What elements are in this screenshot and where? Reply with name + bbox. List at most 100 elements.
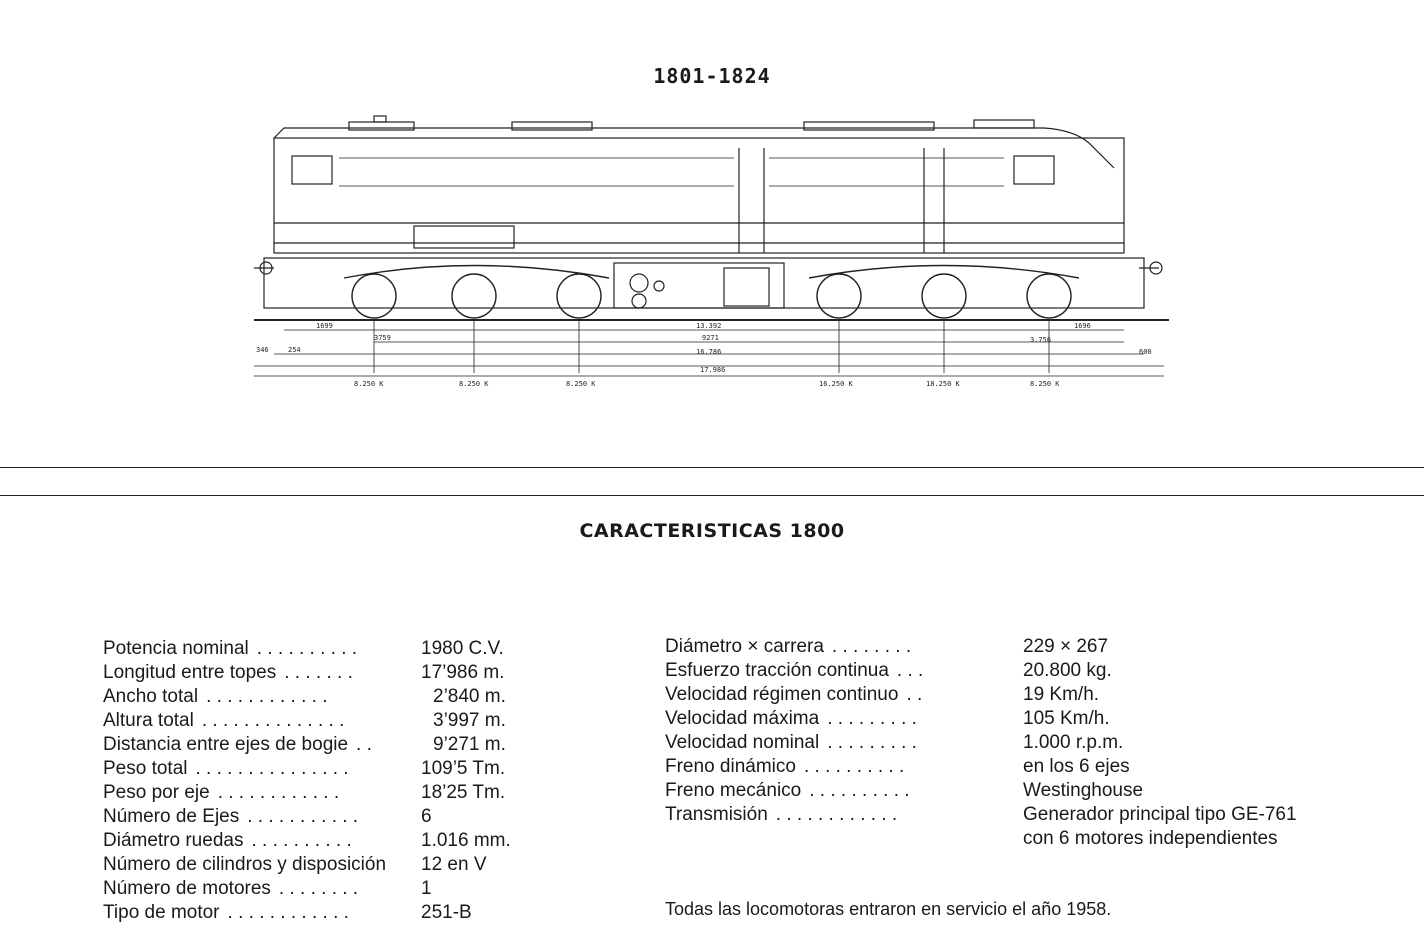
spec-label: Tipo de motor. . . . . . . . . . . .	[103, 901, 421, 925]
spec-label-text: Velocidad régimen continuo	[665, 684, 899, 705]
spec-value: 1980 C.V.	[421, 638, 504, 659]
axle-load-label: 8.250 K	[566, 380, 596, 388]
dim-label: 16.786	[696, 348, 721, 356]
specs-left-table: Potencia nominal . . . . . . . . . . 1980 …	[103, 637, 511, 925]
spec-leader-dots: . . . . . . . .	[831, 636, 912, 657]
spec-leader-dots: . . . . . . . . . .	[256, 638, 358, 659]
spec-label-text: Velocidad nominal	[665, 732, 820, 753]
spec-row: Peso total . . . . . . . . . . . . . . . 1…	[103, 757, 511, 781]
spec-value: 18’25 Tm.	[421, 782, 506, 803]
axle-load-label: 8.250 K	[459, 380, 489, 388]
spec-leader-dots	[665, 828, 673, 849]
spec-label: Diámetro × carrera . . . . . . . .	[665, 635, 1023, 659]
spec-leader-dots: . . . . . . . . . . . . . .	[201, 710, 345, 731]
spec-value: 105 Km/h.	[1023, 708, 1110, 729]
spec-leader-dots: . . . . . . . . . . . . . . .	[195, 758, 349, 779]
spec-label-text: Freno mecánico	[665, 780, 802, 801]
spec-row: Longitud entre topes. . . . . . .17’986 …	[103, 661, 511, 685]
spec-label-text: Velocidad máxima	[665, 708, 820, 729]
spec-leader-dots: . . . . . . . . . . . .	[775, 804, 898, 825]
spec-row: con 6 motores independientes	[665, 827, 1297, 851]
spec-row: Tipo de motor. . . . . . . . . . . .251-…	[103, 901, 511, 925]
spec-label-text: Diámetro × carrera	[665, 636, 824, 657]
dim-label: 1699	[316, 322, 333, 330]
series-title: 1801-1824	[653, 64, 771, 88]
spec-label: Velocidad máxima . . . . . . . . .	[665, 707, 1023, 731]
spec-label: Diámetro ruedas. . . . . . . . . .	[103, 829, 421, 853]
spec-leader-dots	[386, 854, 394, 875]
dim-label: 13.392	[696, 322, 721, 330]
spec-value: en los 6 ejes	[1023, 756, 1130, 777]
specs-right-table: Diámetro × carrera. . . . . . . .229 × 2…	[665, 635, 1297, 851]
divider-bottom	[0, 495, 1424, 496]
spec-value: 1	[421, 878, 432, 899]
dim-label: 600	[1139, 348, 1152, 356]
axle-load-label: 18.250 K	[926, 380, 961, 388]
spec-label: Número de Ejes. . . . . . . . . . .	[103, 805, 421, 829]
spec-label-text: Potencia nominal	[103, 638, 249, 659]
spec-label-text: Número de Ejes	[103, 806, 240, 827]
spec-label: Freno mecánico. . . . . . . . . .	[665, 779, 1023, 803]
spec-label-text: Peso total	[103, 758, 188, 779]
spec-value: con 6 motores independientes	[1023, 828, 1278, 849]
spec-leader-dots: . . . . . . . . . . . .	[206, 686, 328, 707]
spec-leader-dots: . . . . . . . . . .	[251, 830, 352, 851]
spec-row: Esfuerzo tracción continua. . .20.800 kg…	[665, 659, 1297, 683]
spec-leader-dots: . . .	[896, 660, 924, 681]
spec-label: Peso total . . . . . . . . . . . . . . .	[103, 757, 421, 781]
spec-value: 2’840 m.	[433, 686, 506, 707]
spec-row: Peso por eje. . . . . . . . . . . .18’25…	[103, 781, 511, 805]
dim-label: 254	[288, 346, 301, 354]
spec-label-text: Peso por eje	[103, 782, 210, 803]
dim-label: 346	[256, 346, 269, 354]
spec-label: Peso por eje. . . . . . . . . . . .	[103, 781, 421, 805]
spec-leader-dots: . . . . . . . .	[278, 878, 359, 899]
spec-label	[665, 827, 1023, 851]
spec-row: Diámetro × carrera. . . . . . . .229 × 2…	[665, 635, 1297, 659]
axle-load-label: 16.250 K	[819, 380, 854, 388]
spec-label: Número de cilindros y disposición	[103, 853, 421, 877]
spec-label: Distancia entre ejes de bogie. .	[103, 733, 421, 757]
spec-value: 1.000 r.p.m.	[1023, 732, 1124, 753]
spec-label-text: Tipo de motor	[103, 902, 220, 923]
spec-value: 109’5 Tm.	[421, 758, 506, 779]
divider-top	[0, 467, 1424, 468]
dim-label: 3.756	[1030, 336, 1051, 344]
dim-label: 9271	[702, 334, 719, 342]
spec-label: Velocidad nominal . . . . . . . . .	[665, 731, 1023, 755]
spec-label: Transmisión . . . . . . . . . . . .	[665, 803, 1023, 827]
spec-leader-dots: . . . . . . . . .	[827, 708, 917, 729]
spec-label-text: Freno dinámico	[665, 756, 796, 777]
spec-row: Diámetro ruedas. . . . . . . . . .1.016 …	[103, 829, 511, 853]
spec-value: 17’986 m.	[421, 662, 505, 683]
spec-row: Transmisión. . . . . . . . . . . .Genera…	[665, 803, 1297, 827]
spec-label: Longitud entre topes. . . . . . .	[103, 661, 421, 685]
spec-row: Velocidad máxima . . . . . . . . . 105 Km/…	[665, 707, 1297, 731]
spec-label: Potencia nominal . . . . . . . . . .	[103, 637, 421, 661]
spec-value: 251-B	[421, 902, 472, 923]
spec-value: 6	[421, 806, 432, 827]
spec-row: Velocidad nominal . . . . . . . . . 1.000 …	[665, 731, 1297, 755]
spec-label-text: Distancia entre ejes de bogie	[103, 734, 349, 755]
section-title: CARACTERISTICAS 1800	[579, 520, 845, 542]
locomotive-drawing: 1699 3759 346 254 13.392 9271 16.786 17.…	[254, 115, 1169, 388]
spec-label-text: Transmisión	[665, 804, 768, 825]
spec-row: Velocidad régimen continuo. .19 Km/h.	[665, 683, 1297, 707]
spec-label: Ancho total. . . . . . . . . . . .	[103, 685, 421, 709]
spec-leader-dots: . . . . . . . . . .	[803, 756, 905, 777]
spec-label: Freno dinámico . . . . . . . . . .	[665, 755, 1023, 779]
spec-label-text: Altura total	[103, 710, 194, 731]
spec-leader-dots: . . . . . . . . .	[827, 732, 917, 753]
dim-label: 1696	[1074, 322, 1091, 330]
spec-row: Potencia nominal . . . . . . . . . . 1980 …	[103, 637, 511, 661]
spec-row: Número de Ejes. . . . . . . . . . .6	[103, 805, 511, 829]
spec-label-text: Longitud entre topes	[103, 662, 277, 683]
spec-value: Westinghouse	[1023, 780, 1144, 801]
spec-row: Freno dinámico . . . . . . . . . . en los …	[665, 755, 1297, 779]
spec-value: 1.016 mm.	[421, 830, 511, 851]
spec-value: 3’997 m.	[433, 710, 506, 731]
dim-label: 3759	[374, 334, 391, 342]
spec-label-text: Número de cilindros y disposición	[103, 854, 387, 875]
spec-row: Número de motores. . . . . . . .1	[103, 877, 511, 901]
